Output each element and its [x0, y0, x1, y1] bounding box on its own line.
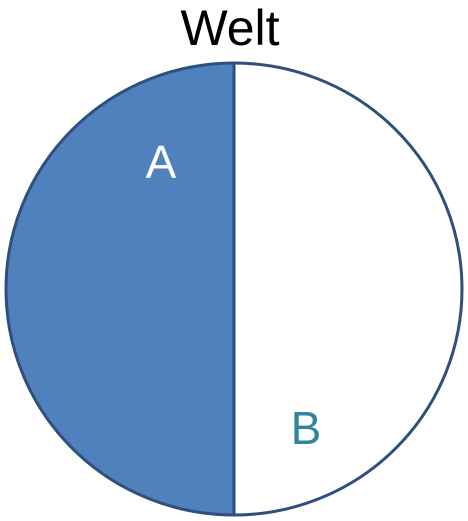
- region-b-label: B: [291, 402, 322, 454]
- region-b: [234, 63, 462, 515]
- region-a-label: A: [146, 136, 177, 188]
- diagram-title: Welt: [180, 0, 280, 56]
- region-a: [6, 63, 234, 515]
